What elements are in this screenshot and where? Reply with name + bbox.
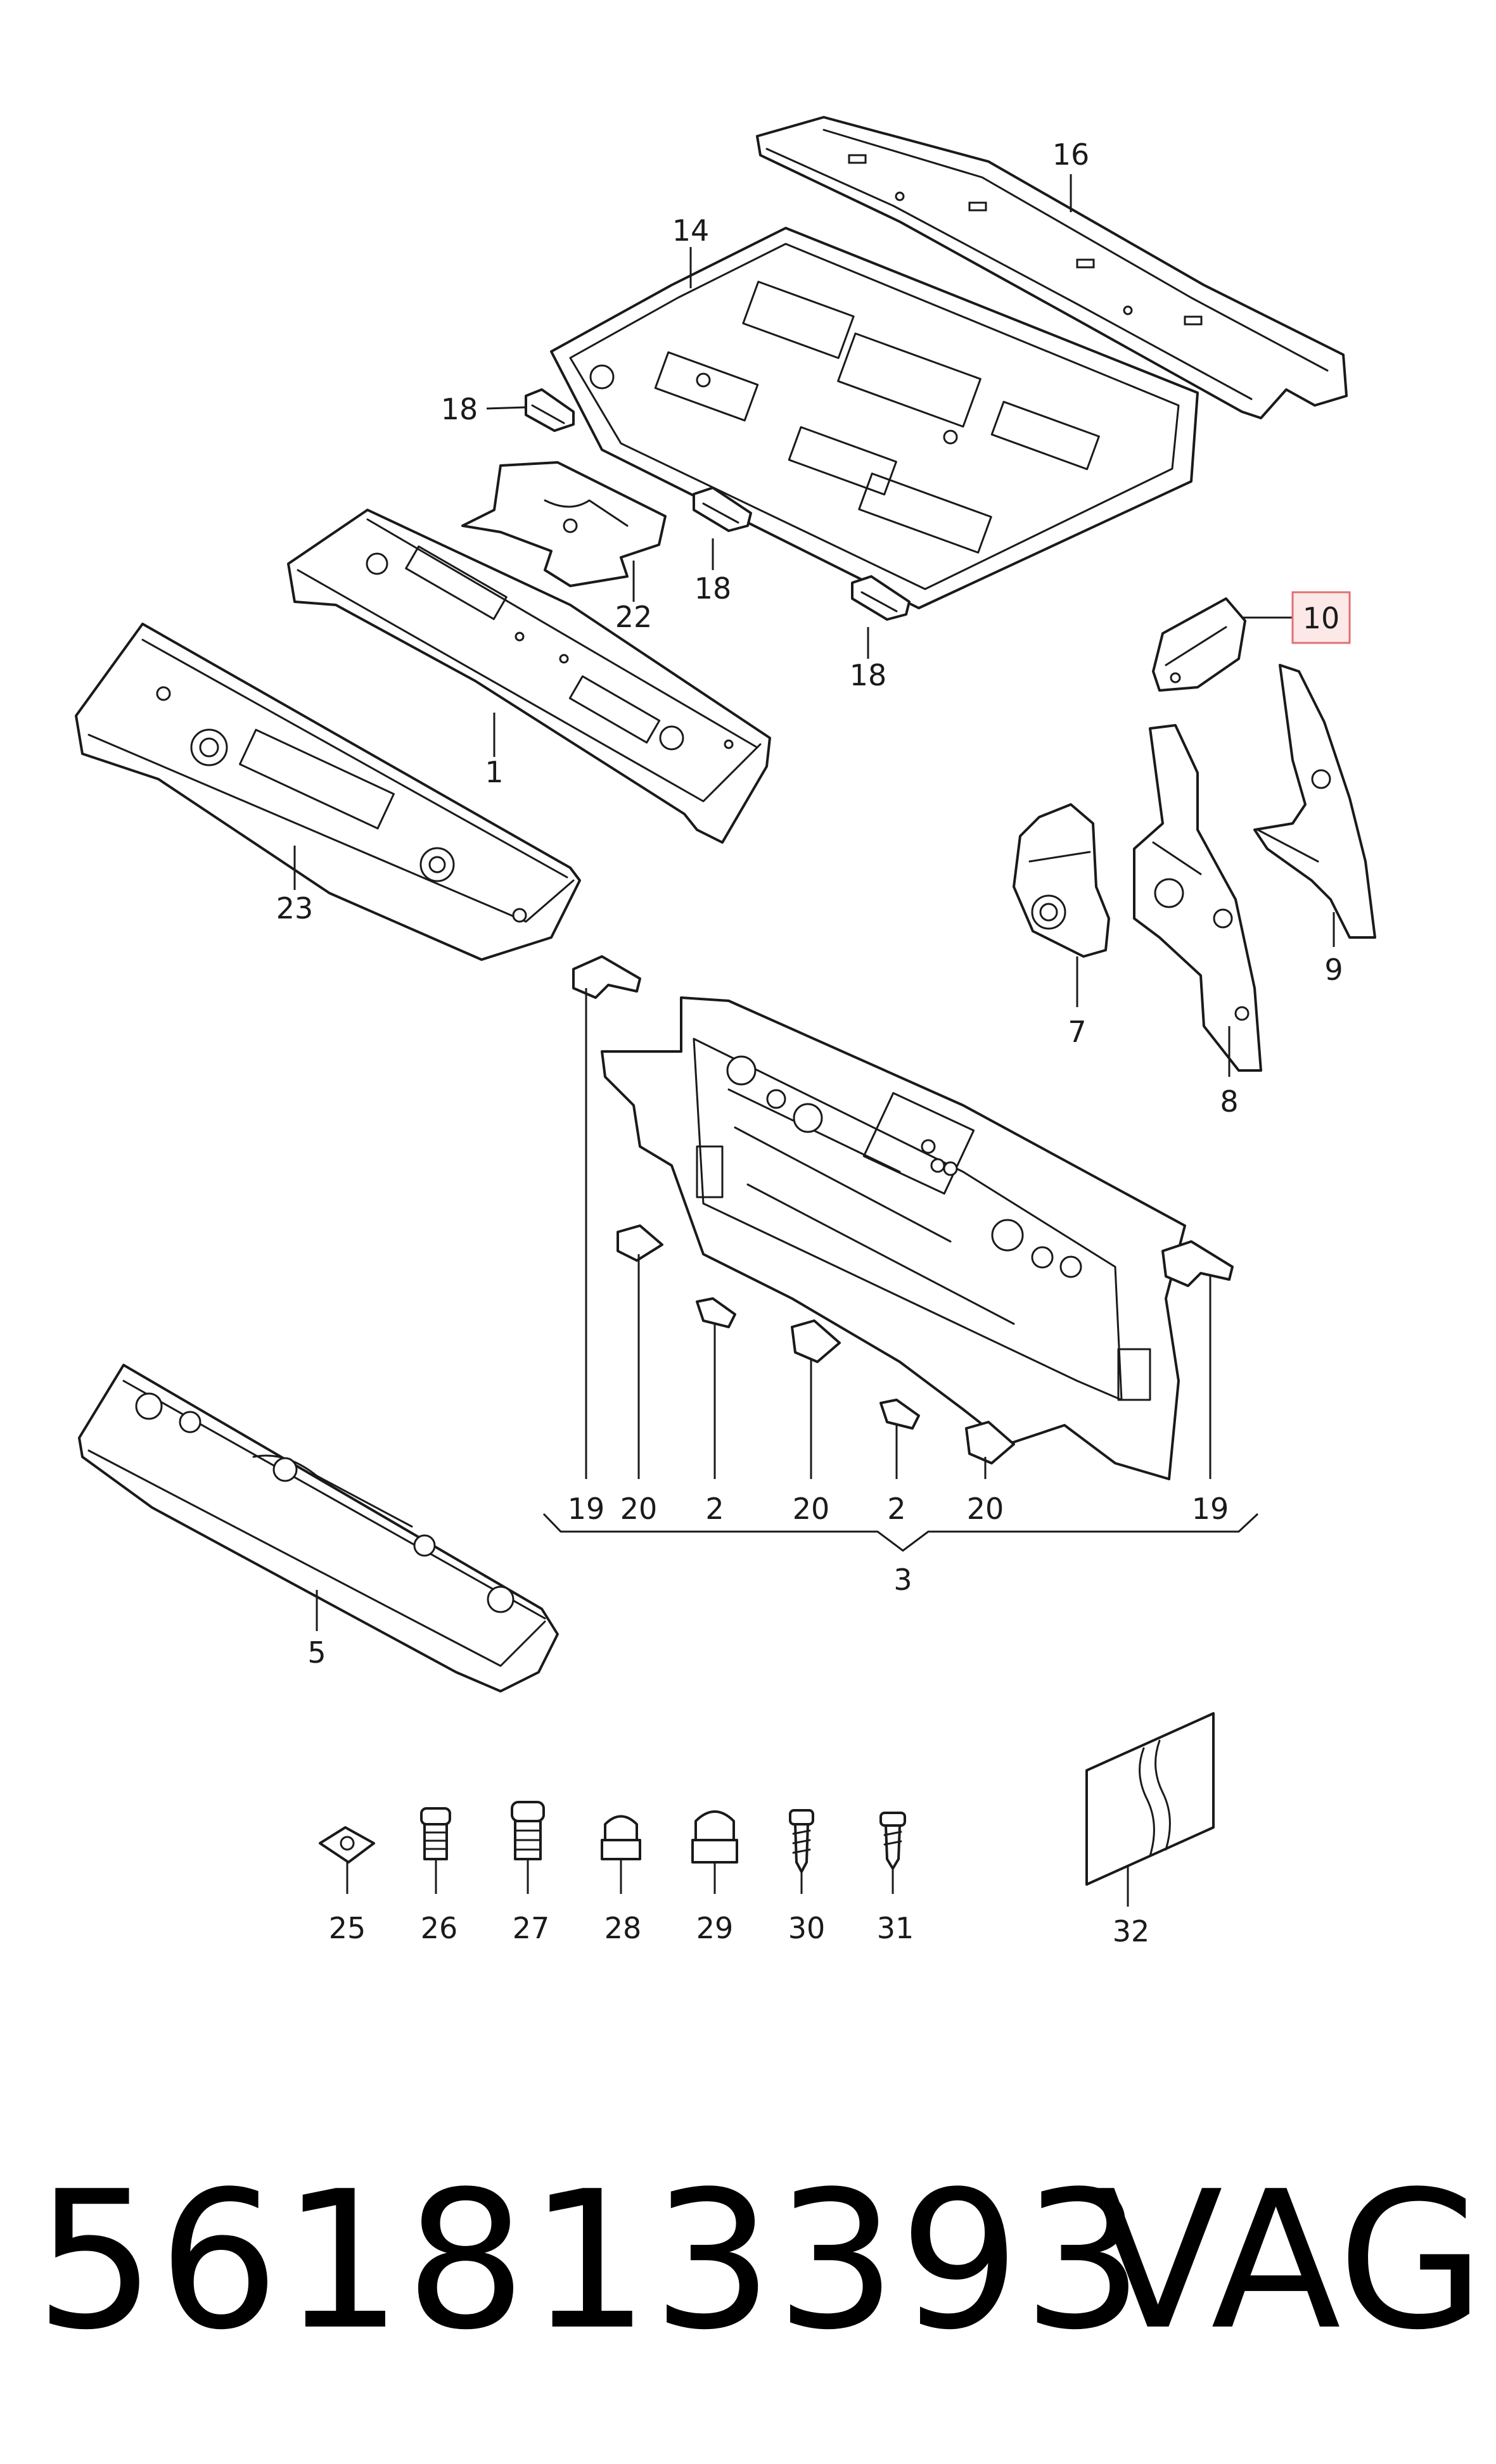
part-18-bracket-a (525, 388, 575, 432)
callout-7: 7 (1068, 1015, 1086, 1049)
callout-18-b: 18 (694, 571, 732, 606)
callout-26: 26 (421, 1911, 458, 1945)
part-2-clip-a (696, 1297, 736, 1328)
callout-30: 30 (788, 1911, 826, 1945)
callout-19-a: 19 (568, 1492, 605, 1526)
part-19-clip-b (1161, 1240, 1234, 1287)
callout-23: 23 (276, 891, 314, 925)
part-8-panel (1133, 724, 1262, 1072)
part-18-bracket-c (851, 575, 911, 621)
part-1-cross-member (287, 509, 771, 844)
callout-10: 10 (1303, 601, 1340, 635)
part-31-screw (879, 1812, 906, 1870)
callout-29: 29 (696, 1911, 734, 1945)
callout-8: 8 (1220, 1084, 1238, 1119)
brand-label: VAG (1093, 2150, 1485, 2372)
callout-10-highlight (1291, 591, 1351, 644)
callout-18-c: 18 (850, 658, 887, 692)
callout-2-b: 2 (887, 1492, 905, 1526)
part-14-rear-shelf (550, 227, 1199, 609)
leader-lines (293, 174, 1335, 1907)
part-19-clip-a (572, 955, 641, 999)
part-16-rear-rail (756, 116, 1348, 419)
part-23-lower-member (75, 623, 581, 961)
callout-25: 25 (329, 1911, 366, 1945)
part-3-rear-panel (601, 996, 1186, 1480)
callout-28: 28 (604, 1911, 642, 1945)
part-2-clip-b (879, 1399, 920, 1430)
part-20-clip-a (617, 1224, 663, 1262)
part-18-bracket-b (693, 486, 752, 532)
callout-2-a: 2 (705, 1492, 724, 1526)
part-20-clip-c (965, 1421, 1015, 1464)
callout-20-c: 20 (967, 1492, 1004, 1526)
part-29-cap-nut (691, 1810, 738, 1864)
part-28-cap-nut (601, 1815, 641, 1860)
callout-27: 27 (513, 1911, 550, 1945)
part-10-bracket (1152, 597, 1246, 692)
part-22-bracket-plate (461, 461, 667, 587)
callout-19-b: 19 (1192, 1492, 1229, 1526)
callout-16: 16 (1052, 137, 1090, 172)
callout-31: 31 (877, 1911, 914, 1945)
part-26-bolt (420, 1807, 451, 1860)
callout-14: 14 (672, 213, 710, 248)
part-number: 561813393 (35, 2150, 1146, 2372)
callout-5: 5 (307, 1635, 326, 1670)
callout-32: 32 (1113, 1914, 1150, 1948)
callout-20-b: 20 (793, 1492, 830, 1526)
part-5-lower-cross-member (78, 1364, 559, 1692)
part-27-bolt (511, 1801, 545, 1860)
callout-18-a: 18 (441, 392, 478, 426)
callout-20-a: 20 (620, 1492, 658, 1526)
part-7-panel (1013, 803, 1110, 958)
part-20-clip-b (791, 1319, 841, 1363)
callout-22: 22 (615, 600, 653, 634)
part-30-screw (789, 1809, 814, 1873)
callout-labels: 16 14 18 22 18 18 1 23 10 7 8 9 19 20 2 … (276, 137, 1343, 1948)
part-25-square-nut (319, 1826, 375, 1864)
part-32-sheet (1085, 1712, 1215, 1886)
callout-9: 9 (1324, 953, 1343, 987)
callout-1: 1 (485, 755, 503, 789)
part-9-panel (1253, 664, 1376, 939)
callout-3: 3 (893, 1563, 912, 1597)
